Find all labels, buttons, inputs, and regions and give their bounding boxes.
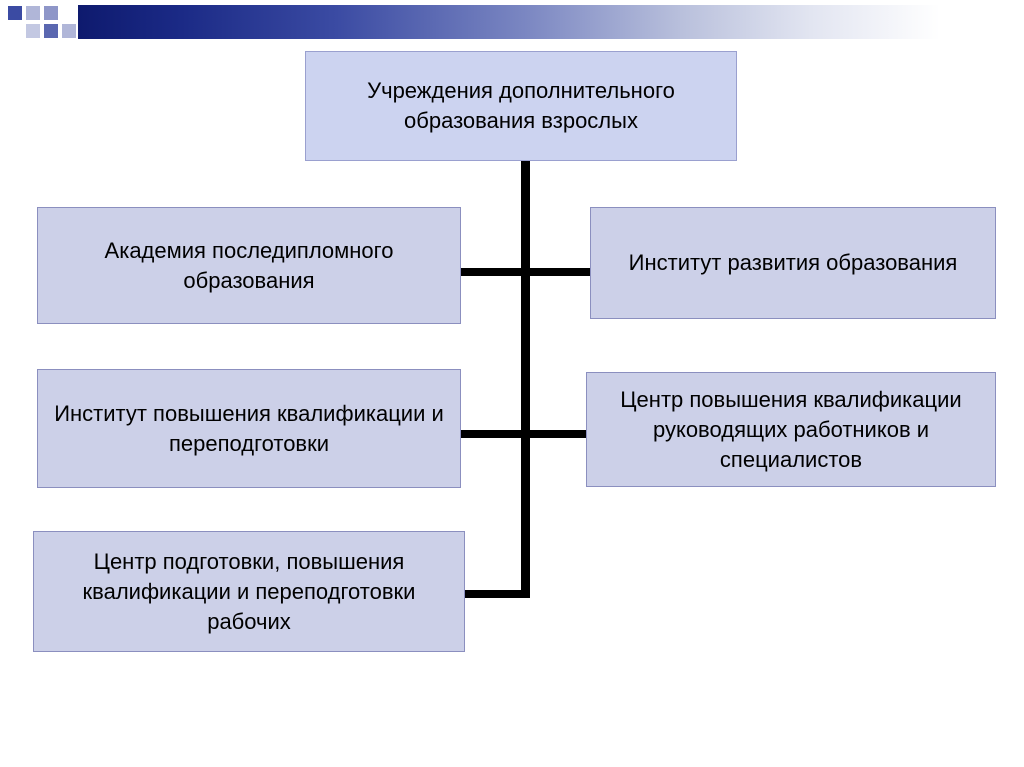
connector-to-institute-upgrade bbox=[458, 430, 526, 438]
decor-square-6 bbox=[62, 24, 76, 38]
decor-square-2 bbox=[26, 6, 40, 20]
connector-to-institute-dev bbox=[525, 268, 591, 276]
node-institute-dev[interactable]: Институт развития образования bbox=[590, 207, 996, 319]
connector-to-center-upgrade bbox=[525, 430, 591, 438]
node-title-label: Учреждения дополнительного образования в… bbox=[367, 78, 675, 133]
decor-square-5 bbox=[44, 24, 58, 38]
node-center-workers-label: Центр подготовки, повышения квалификации… bbox=[82, 548, 416, 634]
node-academy-label: Академия последипломного образования bbox=[104, 237, 394, 293]
node-institute-upgrade[interactable]: Институт повышения квалификации и перепо… bbox=[37, 369, 461, 488]
node-institute-dev-label: Институт развития образования bbox=[628, 250, 958, 275]
connector-to-center-workers bbox=[460, 590, 528, 598]
connector-to-academy bbox=[458, 268, 526, 276]
node-institute-upgrade-label: Институт повышения квалификации и перепо… bbox=[54, 400, 444, 456]
connector-vertical-trunk bbox=[521, 158, 530, 598]
node-title-box[interactable]: Учреждения дополнительного образования в… bbox=[305, 51, 737, 161]
decor-square-1 bbox=[8, 6, 22, 20]
node-academy[interactable]: Академия последипломного образования bbox=[37, 207, 461, 324]
node-center-upgrade-label: Центр повышения квалификации руководящих… bbox=[620, 386, 962, 472]
node-center-workers[interactable]: Центр подготовки, повышения квалификации… bbox=[33, 531, 465, 652]
header-gradient-banner bbox=[78, 5, 940, 39]
node-center-upgrade[interactable]: Центр повышения квалификации руководящих… bbox=[586, 372, 996, 487]
decor-square-3 bbox=[44, 6, 58, 20]
decor-square-4 bbox=[26, 24, 40, 38]
